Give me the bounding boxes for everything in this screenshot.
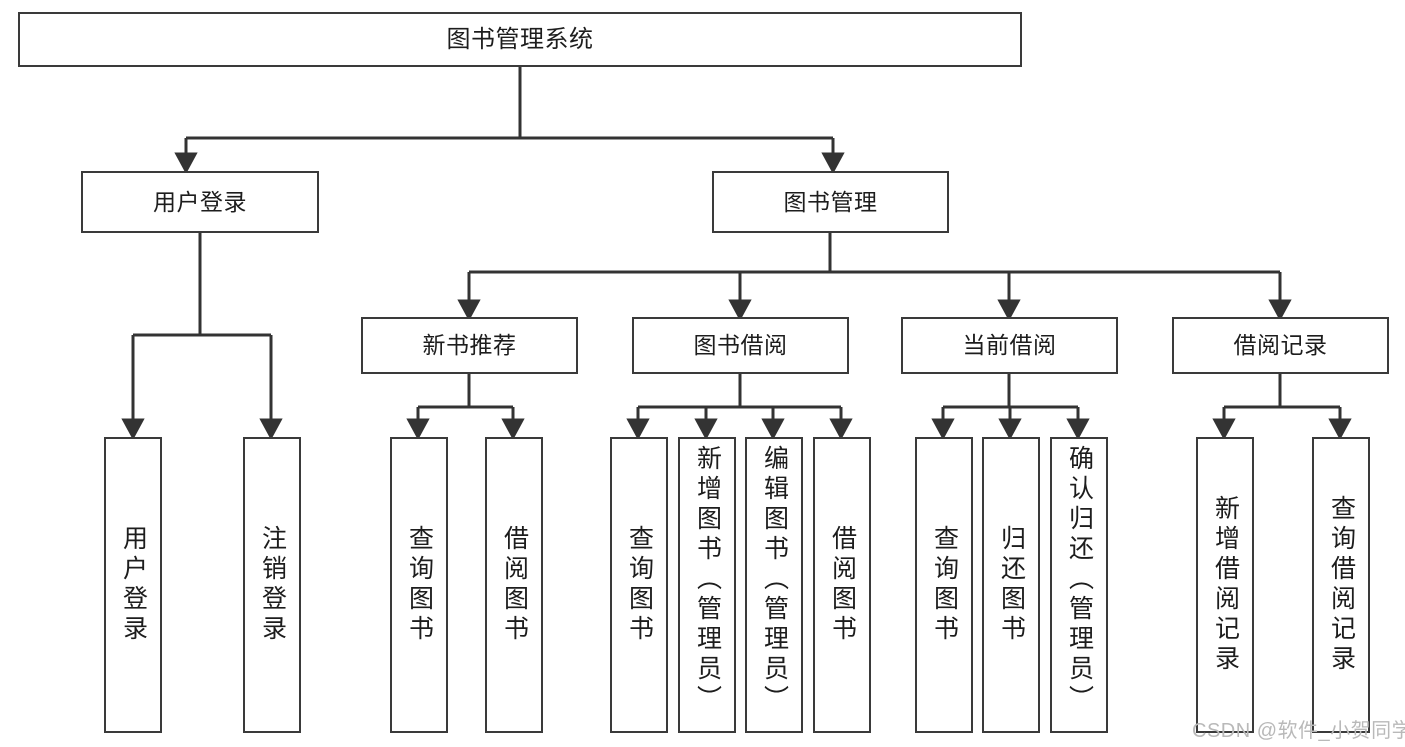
node-leaf-query-book-2[interactable]: 查询图书 [610,437,668,733]
node-leaf-edit-book[interactable]: 编辑图书（管理员） [745,437,803,733]
node-leaf-add-book[interactable]: 新增图书（管理员） [678,437,736,733]
node-leaf-query-book-2-label: 查询图书 [625,525,654,645]
node-leaf-user-login-label: 用户登录 [119,525,148,645]
node-user-login-label: 用户登录 [153,188,247,215]
node-borrow-record[interactable]: 借阅记录 [1172,317,1389,374]
node-leaf-user-login[interactable]: 用户登录 [104,437,162,733]
node-leaf-borrow-book-1[interactable]: 借阅图书 [485,437,543,733]
node-root-label: 图书管理系统 [446,25,594,53]
node-leaf-query-book-3-label: 查询图书 [930,525,959,645]
node-root[interactable]: 图书管理系统 [18,12,1022,67]
node-leaf-add-record[interactable]: 新增借阅记录 [1196,437,1254,733]
node-leaf-add-book-label: 新增图书（管理员） [693,445,722,715]
node-book-borrow[interactable]: 图书借阅 [632,317,849,374]
node-new-book-rec[interactable]: 新书推荐 [361,317,578,374]
node-leaf-edit-book-label: 编辑图书（管理员） [760,445,789,715]
node-book-manage-label: 图书管理 [783,188,878,215]
node-current-borrow-label: 当前借阅 [962,332,1057,359]
node-leaf-return-book-label: 归还图书 [997,525,1026,645]
node-user-login[interactable]: 用户登录 [81,171,319,233]
node-current-borrow[interactable]: 当前借阅 [901,317,1118,374]
node-leaf-borrow-book-2[interactable]: 借阅图书 [813,437,871,733]
node-leaf-query-record[interactable]: 查询借阅记录 [1312,437,1370,733]
watermark-text: CSDN @软件_小贺同学 [1192,720,1405,742]
node-leaf-user-logout-label: 注销登录 [258,525,287,645]
node-leaf-query-book-1[interactable]: 查询图书 [390,437,448,733]
node-leaf-query-record-label: 查询借阅记录 [1327,495,1356,675]
node-leaf-confirm-return-label: 确认归还（管理员） [1065,445,1094,715]
node-leaf-query-book-1-label: 查询图书 [405,525,434,645]
node-borrow-record-label: 借阅记录 [1233,332,1328,359]
node-leaf-confirm-return[interactable]: 确认归还（管理员） [1050,437,1108,733]
node-leaf-user-logout[interactable]: 注销登录 [243,437,301,733]
node-leaf-query-book-3[interactable]: 查询图书 [915,437,973,733]
node-leaf-borrow-book-2-label: 借阅图书 [828,525,857,645]
node-new-book-rec-label: 新书推荐 [422,332,517,359]
node-book-borrow-label: 图书借阅 [693,332,788,359]
node-book-manage[interactable]: 图书管理 [712,171,949,233]
node-leaf-add-record-label: 新增借阅记录 [1211,495,1240,675]
node-leaf-return-book[interactable]: 归还图书 [982,437,1040,733]
node-leaf-borrow-book-1-label: 借阅图书 [500,525,529,645]
